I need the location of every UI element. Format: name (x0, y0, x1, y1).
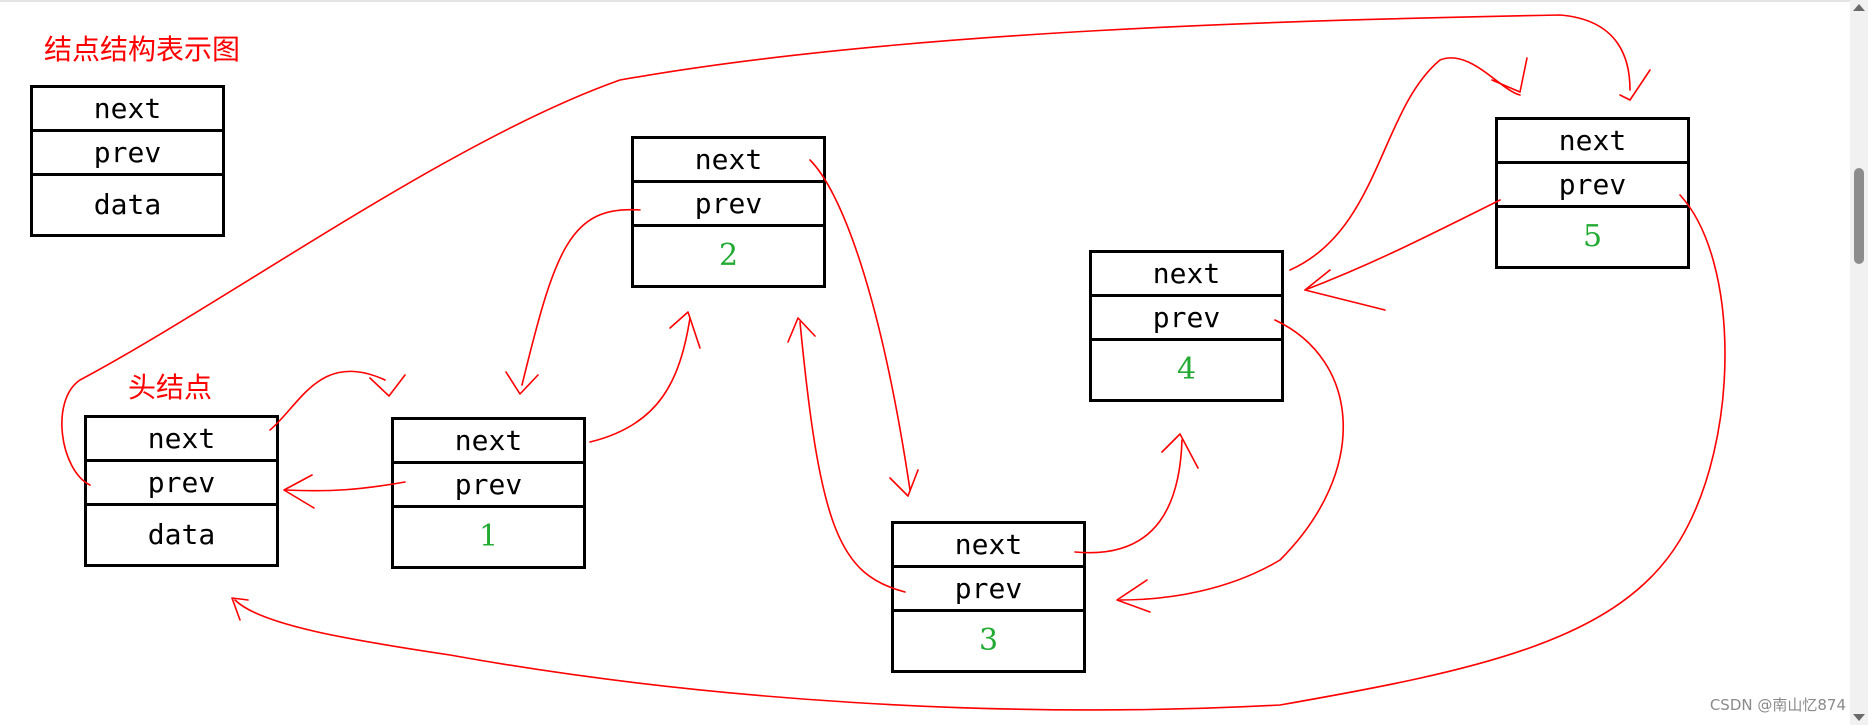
arrow-head-next-to-node1 (269, 370, 386, 431)
arrow-node3-next-to-node4 (1074, 439, 1183, 554)
node-1: next prev 1 (391, 417, 586, 569)
head-node-label: 头结点 (128, 371, 213, 404)
data-field: 4 (1176, 351, 1197, 387)
vertical-scrollbar[interactable] (1850, 0, 1868, 725)
data-field: data (93, 187, 162, 221)
data-field: 3 (978, 622, 999, 658)
next-field: next (634, 139, 823, 183)
prev-field: prev (394, 464, 583, 508)
node-5: next prev 5 (1495, 117, 1690, 269)
scroll-down-icon[interactable] (1853, 714, 1865, 721)
arrow-node3-prev-to-node2 (799, 321, 906, 593)
next-field: next (1092, 253, 1281, 297)
data-field: 5 (1582, 218, 1603, 254)
arrowhead (669, 311, 701, 349)
arrow-head-prev-to-node5 (61, 14, 1631, 486)
node-4: next prev 4 (1089, 250, 1284, 402)
node-3: next prev 3 (891, 521, 1086, 673)
scrollbar-thumb[interactable] (1854, 168, 1864, 264)
top-divider (0, 0, 1850, 2)
arrowhead (231, 597, 249, 621)
data-field: 2 (718, 237, 739, 273)
arrowhead (787, 317, 816, 343)
arrow-node4-next-to-node5 (1289, 57, 1521, 271)
next-field: next (1498, 120, 1687, 164)
data-field: 1 (478, 518, 499, 554)
next-field: next (394, 420, 583, 464)
data-field: data (147, 517, 216, 551)
prev-field: prev (894, 568, 1083, 612)
arrowhead (1116, 579, 1151, 613)
next-field: next (87, 418, 276, 462)
arrowhead (369, 374, 406, 397)
arrow-node1-prev-to-head (284, 481, 406, 492)
prev-field: prev (87, 462, 276, 506)
prev-field: prev (33, 132, 222, 176)
arrow-node2-prev-to-node1 (521, 208, 641, 386)
arrowhead (1161, 433, 1199, 469)
prev-field: prev (634, 183, 823, 227)
scroll-up-icon[interactable] (1853, 4, 1865, 11)
diagram-title: 结点结构表示图 (44, 33, 241, 66)
next-field: next (33, 88, 222, 132)
arrow-node5-prev-to-node4 (1304, 199, 1501, 291)
arrowhead (1491, 57, 1528, 93)
arrow-node1-next-to-node2 (589, 317, 691, 443)
arrowhead (283, 474, 315, 509)
watermark: CSDN @南山忆874 (1709, 696, 1846, 714)
head-node: next prev data (84, 415, 279, 567)
legend-node: next prev data (30, 85, 225, 237)
prev-field: prev (1498, 164, 1687, 208)
node-2: next prev 2 (631, 136, 826, 288)
next-field: next (894, 524, 1083, 568)
arrowhead (1304, 269, 1386, 311)
prev-field: prev (1092, 297, 1281, 341)
arrowhead (1619, 69, 1651, 101)
arrowhead (889, 469, 919, 497)
arrowhead (505, 371, 539, 395)
